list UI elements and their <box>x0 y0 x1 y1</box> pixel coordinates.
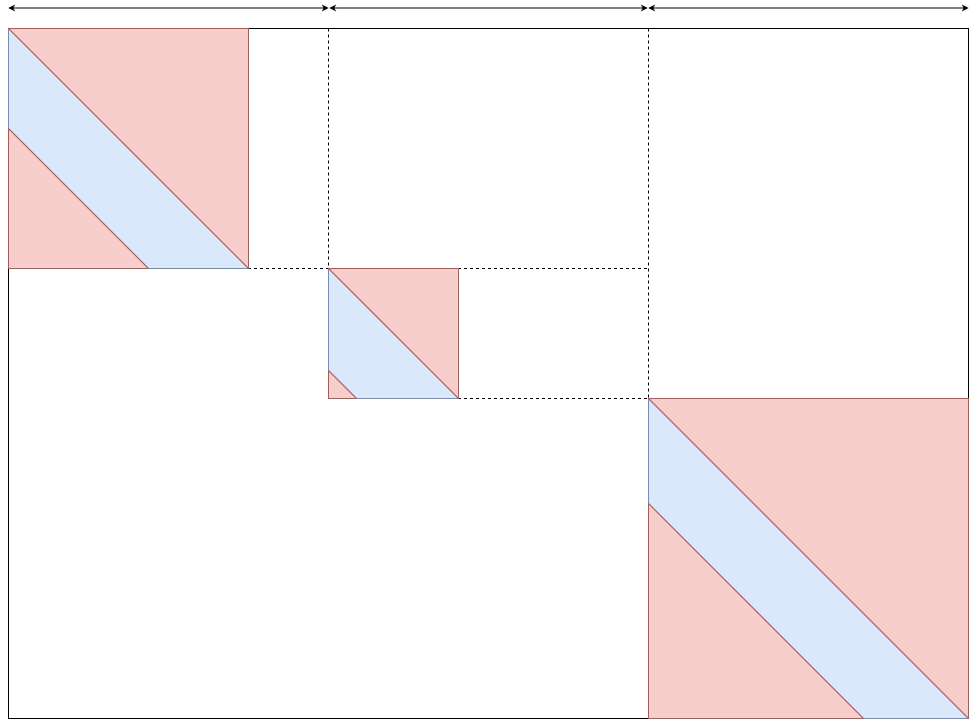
diagonal-block-2 <box>328 267 460 399</box>
block-2-band-upper-edge <box>328 268 459 399</box>
block-3-band-lower-edge <box>648 503 864 719</box>
diagonal-block-3 <box>648 397 970 719</box>
diagonal-block-1 <box>8 27 250 269</box>
block-3-band-upper-edge <box>648 398 969 719</box>
block-1-band-lower-edge <box>8 128 149 269</box>
block-1-band-upper-edge <box>8 28 249 269</box>
matrix-frame <box>8 28 969 719</box>
block-2-band-lower-edge <box>328 370 357 399</box>
